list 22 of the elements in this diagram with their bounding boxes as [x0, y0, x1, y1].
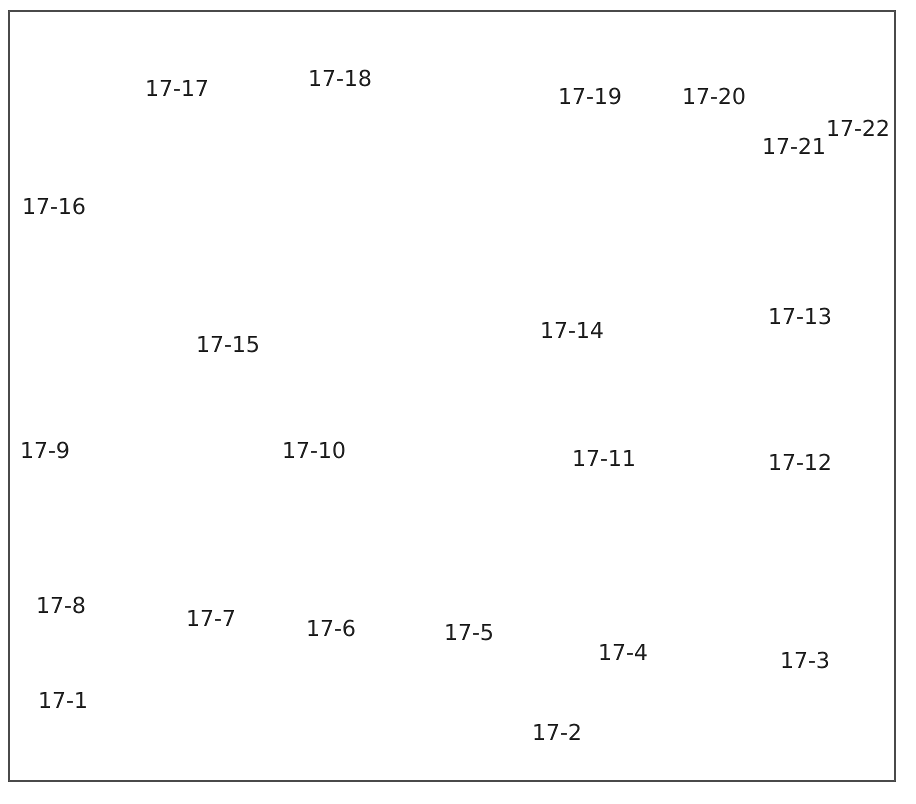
plot-number: 17-2: [532, 722, 582, 746]
plot-number: 17-7: [186, 608, 236, 632]
plot-number: 17-13: [768, 306, 832, 330]
plot-number: 17-12: [768, 452, 832, 476]
plot-number: 17-16: [22, 196, 86, 220]
plot-number: 17-9: [20, 440, 70, 464]
plot-number: 17-10: [282, 440, 346, 464]
plot-number: 17-1: [38, 690, 88, 714]
plot-number: 17-21: [762, 136, 826, 160]
plot-number: 17-6: [306, 618, 356, 642]
plot-number: 17-11: [572, 448, 636, 472]
plot-number: 17-19: [558, 86, 622, 110]
plot-number: 17-18: [308, 68, 372, 92]
plot-number: 17-3: [780, 650, 830, 674]
plot-number: 17-5: [444, 622, 494, 646]
plot-number: 17-22: [826, 118, 890, 142]
plot-number: 17-4: [598, 642, 648, 666]
plot-number: 17-8: [36, 595, 86, 620]
plot-number: 17-15: [196, 334, 260, 358]
plot-number: 17-14: [540, 320, 604, 344]
plot-number: 17-17: [145, 78, 209, 102]
plot-number: 17-20: [682, 86, 746, 110]
